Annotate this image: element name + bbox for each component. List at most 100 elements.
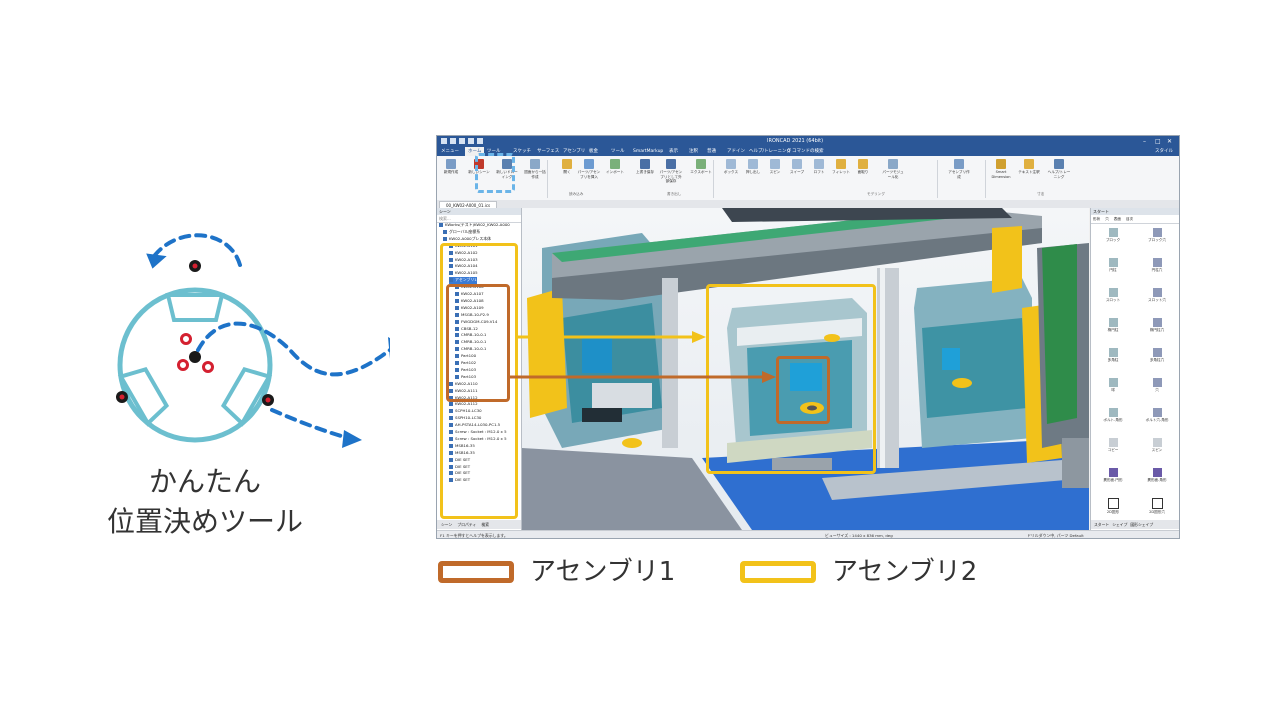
menu-item[interactable]: 普通: [707, 149, 716, 154]
catalog-item[interactable]: 異形面-円形: [1093, 468, 1133, 483]
tree-item[interactable]: AH-PSTA14-L030-PC1.5: [449, 422, 500, 429]
catalog-tab[interactable]: 目次: [1125, 217, 1134, 221]
menu-item[interactable]: Q コマンドの検索: [787, 149, 824, 154]
tree-item[interactable]: Part100: [455, 353, 476, 360]
tree-item[interactable]: SCPH10-LC30: [449, 408, 482, 415]
ribbon-button[interactable]: 図面から一括作成: [523, 159, 547, 179]
qat-undo-icon[interactable]: [459, 138, 465, 144]
minimize-icon[interactable]: –: [1143, 138, 1146, 145]
tab-search[interactable]: 検索: [481, 522, 489, 527]
catalog-item[interactable]: 球: [1093, 378, 1133, 393]
ribbon-button[interactable]: 開く: [555, 159, 579, 175]
catalog-bottom-tab[interactable]: スタート: [1094, 522, 1110, 527]
maximize-icon[interactable]: □: [1155, 138, 1161, 145]
catalog-bottom-tab[interactable]: 図形シェイプ: [1130, 522, 1154, 527]
tree-item[interactable]: KW02-A112: [449, 401, 478, 408]
ribbon-button[interactable]: スピン: [763, 159, 787, 175]
tree-item[interactable]: Part103: [455, 367, 476, 374]
ribbon-button[interactable]: ロフト: [807, 159, 831, 175]
ribbon-button[interactable]: パーツ/アセンブリとして外部保存: [659, 159, 683, 184]
tree-item[interactable]: MSB16-35: [449, 443, 475, 450]
ribbon-button[interactable]: パーツモジュール化: [881, 159, 905, 179]
menu-item[interactable]: ツール: [611, 149, 625, 154]
style-menu[interactable]: スタイル: [1155, 149, 1173, 154]
catalog-item[interactable]: 異形面-角形: [1137, 468, 1177, 483]
catalog-tab[interactable]: 表面: [1113, 217, 1121, 221]
tree-item[interactable]: DIE SET: [449, 477, 470, 484]
tab-scene[interactable]: シーン: [441, 522, 453, 527]
catalog-tab[interactable]: 形状: [1093, 217, 1101, 221]
catalog-item[interactable]: 楕円柱穴: [1137, 318, 1177, 333]
menu-item[interactable]: ツール: [487, 149, 501, 154]
catalog-item[interactable]: 円柱穴: [1137, 258, 1177, 273]
ribbon-button[interactable]: インポート: [603, 159, 627, 175]
catalog-item[interactable]: ブロック穴: [1137, 228, 1177, 243]
catalog-item[interactable]: ブロック: [1093, 228, 1133, 243]
ribbon-button[interactable]: テキスト注釈: [1017, 159, 1041, 175]
tree-item[interactable]: KW02-A109: [455, 305, 484, 312]
document-tab[interactable]: 00_KW02-A000_01.ics: [439, 201, 498, 209]
ribbon-button[interactable]: 新規作成: [439, 159, 463, 175]
qat-print-icon[interactable]: [477, 138, 483, 144]
tree-item[interactable]: KW02-A105: [449, 270, 478, 277]
tree-item[interactable]: KW02-A103: [449, 257, 478, 264]
ribbon-button[interactable]: エクスポート: [689, 159, 713, 175]
tree-item[interactable]: KW02-A104: [449, 263, 478, 270]
ribbon-button[interactable]: 押し出し: [741, 159, 765, 175]
tree-item[interactable]: KW02-A107: [455, 291, 484, 298]
tab-properties[interactable]: プロパティ: [457, 522, 477, 527]
ribbon-button[interactable]: アセンブリ作成: [947, 159, 971, 179]
menu-item[interactable]: 表示: [669, 149, 678, 154]
catalog-item[interactable]: ボルト-角形: [1093, 408, 1133, 423]
tree-item[interactable]: グローバル座標系: [443, 229, 480, 236]
menu-item[interactable]: アセンブリ: [563, 149, 586, 154]
menu-item[interactable]: 板金: [589, 149, 598, 154]
tree-item[interactable]: DIE SET: [449, 464, 470, 471]
ribbon-button[interactable]: 上書き保存: [633, 159, 657, 175]
tree-item[interactable]: KWorks(テスト)KW02_KW02-A000: [439, 222, 510, 229]
ribbon-button[interactable]: スイープ: [785, 159, 809, 175]
tree-item[interactable]: Screw : Socket : M12.0 x 5: [449, 429, 507, 436]
menu-item[interactable]: SmartMarkup: [633, 149, 664, 154]
catalog-item[interactable]: スロット: [1093, 288, 1133, 303]
ribbon-button[interactable]: 面取り: [851, 159, 875, 175]
tree-item[interactable]: Screw : Socket : M12.0 x 5: [449, 436, 507, 443]
tree-item[interactable]: SSPH10-LC30: [449, 415, 481, 422]
catalog-item[interactable]: 2D図形: [1093, 498, 1133, 515]
menu-item[interactable]: サーフェス: [537, 149, 560, 154]
tree-item[interactable]: DIE SET: [449, 457, 470, 464]
tree-item[interactable]: KW02-A108: [455, 298, 484, 305]
tree-item[interactable]: MSB16-35: [449, 450, 475, 457]
qat-redo-icon[interactable]: [468, 138, 474, 144]
catalog-item[interactable]: 多角柱: [1093, 348, 1133, 363]
tree-item[interactable]: Part103: [455, 374, 476, 381]
menu-item[interactable]: アドイン: [727, 149, 745, 154]
tree-item[interactable]: KW02-A000プレス本体: [443, 236, 491, 243]
catalog-item[interactable]: ボルト穴-角形: [1137, 408, 1177, 423]
tree-item[interactable]: KW02-A110: [449, 381, 478, 388]
catalog-item[interactable]: コピー: [1093, 438, 1133, 453]
menu-item[interactable]: スケッチ: [513, 149, 531, 154]
catalog-item[interactable]: 2D図形穴: [1137, 498, 1177, 515]
catalog-item[interactable]: スピン: [1137, 438, 1177, 453]
ribbon-button[interactable]: 新しいドローイング: [495, 159, 519, 179]
catalog-tab[interactable]: 穴: [1105, 217, 1109, 221]
ribbon-button[interactable]: フィレット: [829, 159, 853, 175]
ribbon-button[interactable]: ヘルプ/トレーニング: [1047, 159, 1071, 179]
tree-item[interactable]: CMRB-10-0.1: [455, 339, 486, 346]
tree-item[interactable]: CBSB-12: [455, 326, 478, 333]
tree-item[interactable]: KW02-A102: [449, 250, 478, 257]
menu-item[interactable]: ホーム: [465, 147, 485, 156]
tree-item[interactable]: DIE SET: [449, 470, 470, 477]
tree-item[interactable]: CMRB-10-0.1: [455, 346, 486, 353]
close-icon[interactable]: ✕: [1167, 138, 1173, 145]
tree-item[interactable]: KW02-A111: [449, 388, 478, 395]
ribbon-button[interactable]: パーツ/アセンブリを挿入: [577, 159, 601, 179]
catalog-item[interactable]: 多角柱穴: [1137, 348, 1177, 363]
qat-open-icon[interactable]: [450, 138, 456, 144]
catalog-item[interactable]: 円柱: [1093, 258, 1133, 273]
tree-item[interactable]: MSGB-10-P2.9: [455, 312, 489, 319]
qat-save-icon[interactable]: [441, 138, 447, 144]
ribbon-button[interactable]: ボックス: [719, 159, 743, 175]
tree-item[interactable]: KW02-A112: [449, 395, 478, 402]
